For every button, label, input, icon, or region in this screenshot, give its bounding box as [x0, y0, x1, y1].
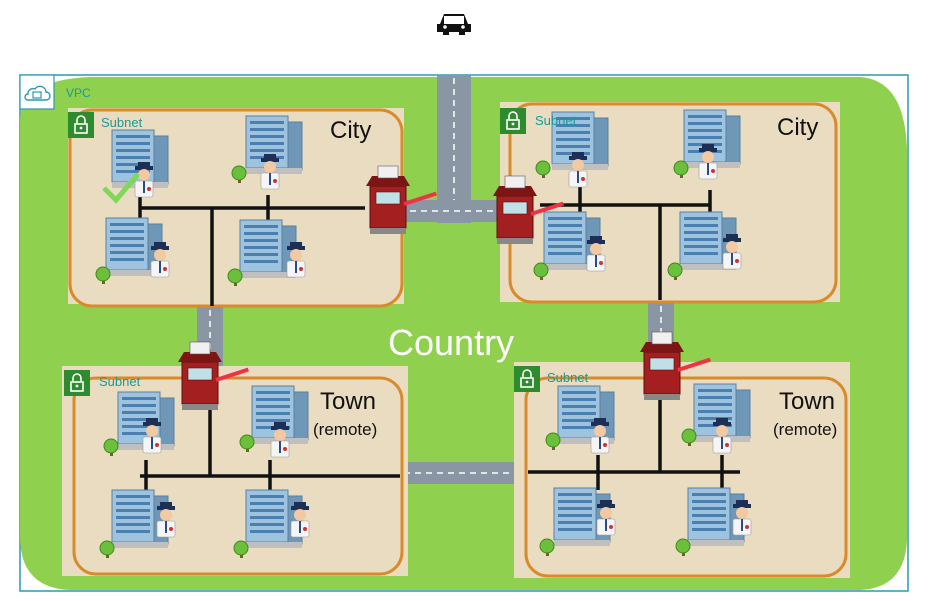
area-subtitle: (remote) [773, 420, 838, 439]
subnet-lock-icon [63, 369, 91, 397]
subnet-lock-icon [499, 107, 527, 135]
area-title: Town [779, 388, 836, 415]
area-title: City [777, 114, 819, 141]
subnet-lock-icon [67, 111, 95, 139]
area-subtitle: (remote) [313, 420, 378, 439]
subnet-label: Subnet [535, 113, 577, 128]
area-title: Town [320, 388, 377, 415]
subnet-label: Subnet [99, 374, 141, 389]
vpc-label: VPC [66, 86, 91, 100]
subnet-lock-icon [513, 365, 541, 393]
vpc-cloud-lock-icon [19, 74, 55, 110]
area-city-east [492, 102, 840, 304]
subnet-label: Subnet [547, 370, 589, 385]
subnet-label: Subnet [101, 115, 143, 130]
car-icon [437, 14, 471, 35]
area-town-east [513, 331, 850, 578]
country-label: Country [388, 322, 515, 363]
area-city-west [67, 108, 438, 308]
area-town-west [62, 341, 408, 576]
checkmark-icon [102, 172, 140, 204]
area-title: City [330, 117, 372, 144]
